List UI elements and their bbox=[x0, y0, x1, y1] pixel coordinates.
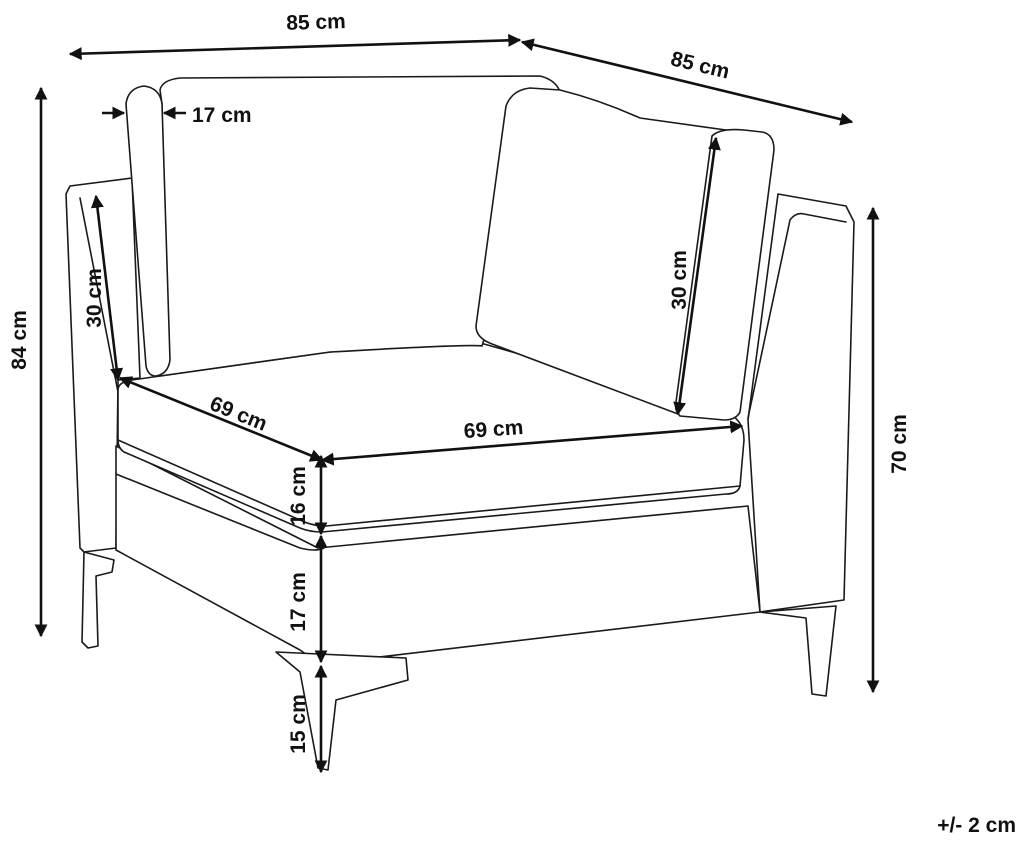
dim-seat-depth-arrow bbox=[118, 376, 324, 462]
dim-seat-width-arrow bbox=[320, 420, 744, 466]
dim-back-left-arrow bbox=[90, 194, 124, 382]
dim-top-depth-arrow bbox=[520, 38, 854, 126]
label-seat-width: 69 cm bbox=[463, 416, 524, 443]
label-back-left: 30 cm bbox=[83, 268, 106, 328]
back-right-leg bbox=[759, 605, 837, 697]
front-center-leg bbox=[275, 651, 409, 771]
armrest-cushion-left bbox=[125, 85, 171, 377]
right-arm bbox=[747, 193, 855, 613]
label-seat-height: 16 cm bbox=[287, 466, 310, 526]
sofa-base bbox=[115, 445, 761, 665]
label-top-width: 85 cm bbox=[286, 10, 346, 35]
tolerance-note: +/- 2 cm bbox=[937, 814, 1016, 837]
sofa-outline bbox=[65, 75, 855, 771]
label-total-height: 84 cm bbox=[8, 310, 31, 370]
label-armrest-width: 17 cm bbox=[192, 104, 252, 127]
label-leg-height: 15 cm bbox=[287, 694, 310, 754]
label-base-height: 17 cm bbox=[287, 572, 310, 632]
dim-top-width-arrow bbox=[68, 33, 522, 61]
label-top-depth: 85 cm bbox=[668, 47, 731, 83]
label-back-right: 30 cm bbox=[668, 250, 691, 310]
label-arm-height: 70 cm bbox=[888, 414, 911, 474]
dim-back-right-arrow bbox=[673, 136, 721, 416]
back-left-leg bbox=[81, 551, 115, 649]
dimension-lines bbox=[34, 33, 880, 774]
